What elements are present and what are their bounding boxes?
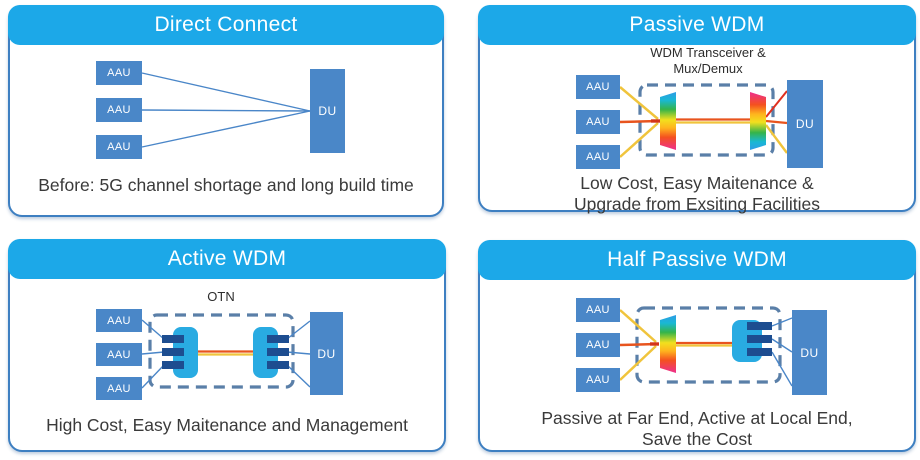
connector-line xyxy=(141,109,311,112)
aau-node: AAU xyxy=(576,145,620,169)
otn-port xyxy=(267,348,289,356)
aau-node: AAU xyxy=(96,343,142,366)
otn-port xyxy=(267,335,289,343)
panel-caption-line1: Passive at Far End, Active at Local End, xyxy=(541,408,853,428)
diagram-active-wdm: OTN AAU AAU AAU DU High Cost, Easy Maite… xyxy=(10,281,444,450)
connector-line xyxy=(771,338,793,353)
fiber-yellow xyxy=(619,309,657,343)
connector-line xyxy=(771,351,793,387)
aau-node: AAU xyxy=(576,333,620,357)
aau-node: AAU xyxy=(96,98,142,122)
panel-direct-connect: Direct Connect AAU AAU AAU DU Before: 5G… xyxy=(8,5,444,217)
wdm-prism-icon xyxy=(660,315,676,373)
panel-active-wdm: Active WDM OTN A xyxy=(8,239,446,452)
aau-label: AAU xyxy=(107,67,131,79)
du-node: DU xyxy=(310,69,345,153)
aau-node: AAU xyxy=(96,377,142,400)
diagram-direct-connect: AAU AAU AAU DU Before: 5G channel shorta… xyxy=(10,47,442,215)
panel-title-passive-wdm: Passive WDM xyxy=(478,5,916,45)
aau-node: AAU xyxy=(96,135,142,159)
du-label: DU xyxy=(317,346,336,361)
aau-node: AAU xyxy=(96,309,142,332)
device-port xyxy=(747,348,772,356)
aau-node: AAU xyxy=(576,75,620,99)
du-label: DU xyxy=(318,104,337,118)
aau-label: AAU xyxy=(586,151,610,163)
dashed-boundary xyxy=(148,313,295,389)
panel-caption: Passive at Far End, Active at Local End,… xyxy=(480,408,914,450)
aau-node: AAU xyxy=(576,368,620,392)
active-wdm-canvas xyxy=(141,313,311,389)
du-node: DU xyxy=(310,312,343,395)
aau-label: AAU xyxy=(107,382,131,395)
fiber-yellow xyxy=(619,86,659,120)
panel-caption: Before: 5G channel shortage and long bui… xyxy=(38,175,414,195)
du-label: DU xyxy=(795,117,815,131)
du-label: DU xyxy=(800,345,819,360)
fiber-yellow xyxy=(619,122,659,158)
connector-line xyxy=(771,317,793,327)
mux-demux-label-line1: WDM Transceiver & xyxy=(650,45,766,60)
fiber-red xyxy=(765,90,788,118)
panel-caption-line2: Save the Cost xyxy=(642,429,752,449)
wdm-prism-icon xyxy=(750,92,766,150)
fiber-yellow xyxy=(619,345,657,381)
connector-line xyxy=(286,351,311,355)
panel-caption-line2: Upgrade from Exsiting Facilities xyxy=(573,194,821,214)
panel-caption: Low Cost, Easy Maitenance & Upgrade from… xyxy=(480,173,914,215)
aau-label: AAU xyxy=(107,104,131,116)
du-node: DU xyxy=(787,80,823,168)
passive-wdm-canvas xyxy=(619,83,788,158)
fiber-orange xyxy=(765,119,788,125)
dashed-boundary xyxy=(638,83,775,157)
otn-port xyxy=(162,348,184,356)
aau-label: AAU xyxy=(107,314,131,327)
aau-label: AAU xyxy=(586,81,610,93)
panel-title-direct-connect: Direct Connect xyxy=(8,5,444,45)
diagram-passive-wdm: WDM Transceiver & Mux/Demux AAU AAU AAU … xyxy=(480,45,914,214)
panel-caption: High Cost, Easy Maitenance and Managemen… xyxy=(46,415,408,435)
connector-line xyxy=(141,364,165,389)
otn-port xyxy=(267,361,289,369)
panel-half-passive-wdm: Half Passive WDM AAU AAU AAU xyxy=(478,240,916,452)
connector-line xyxy=(141,319,165,340)
diagram-half-passive-wdm: AAU AAU AAU DU Passive at Far End, Activ… xyxy=(480,282,914,450)
aau-label: AAU xyxy=(586,374,610,386)
panel-title-active-wdm: Active WDM xyxy=(8,239,446,279)
aau-label: AAU xyxy=(107,141,131,153)
connector-line xyxy=(141,351,165,355)
aau-label: AAU xyxy=(586,116,610,128)
otn-port xyxy=(162,335,184,343)
panel-title-half-passive-wdm: Half Passive WDM xyxy=(478,240,916,280)
aau-node: AAU xyxy=(576,298,620,322)
connector-line xyxy=(286,320,311,340)
aau-label: AAU xyxy=(107,348,131,361)
aau-label: AAU xyxy=(586,304,610,316)
otn-label: OTN xyxy=(207,289,235,304)
fiber-yellow xyxy=(765,124,788,154)
connector-line xyxy=(286,364,311,388)
device-port xyxy=(747,335,772,343)
device-port xyxy=(747,322,772,330)
panel-passive-wdm: Passive WDM WDM Transceiver & Mux/Demux xyxy=(478,5,916,214)
connector-line xyxy=(141,72,311,112)
direct-connect-canvas xyxy=(141,72,311,148)
otn-port xyxy=(162,361,184,369)
du-node: DU xyxy=(792,310,827,395)
panel-caption-line1: Low Cost, Easy Maitenance & xyxy=(580,173,814,193)
aau-label: AAU xyxy=(586,339,610,351)
mux-demux-label: WDM Transceiver & Mux/Demux xyxy=(598,45,818,77)
connector-line xyxy=(141,110,311,148)
aau-node: AAU xyxy=(576,110,620,134)
wdm-prism-icon xyxy=(660,92,676,150)
aau-node: AAU xyxy=(96,61,142,85)
half-passive-wdm-canvas xyxy=(619,306,793,387)
mux-demux-label-line2: Mux/Demux xyxy=(673,61,743,76)
